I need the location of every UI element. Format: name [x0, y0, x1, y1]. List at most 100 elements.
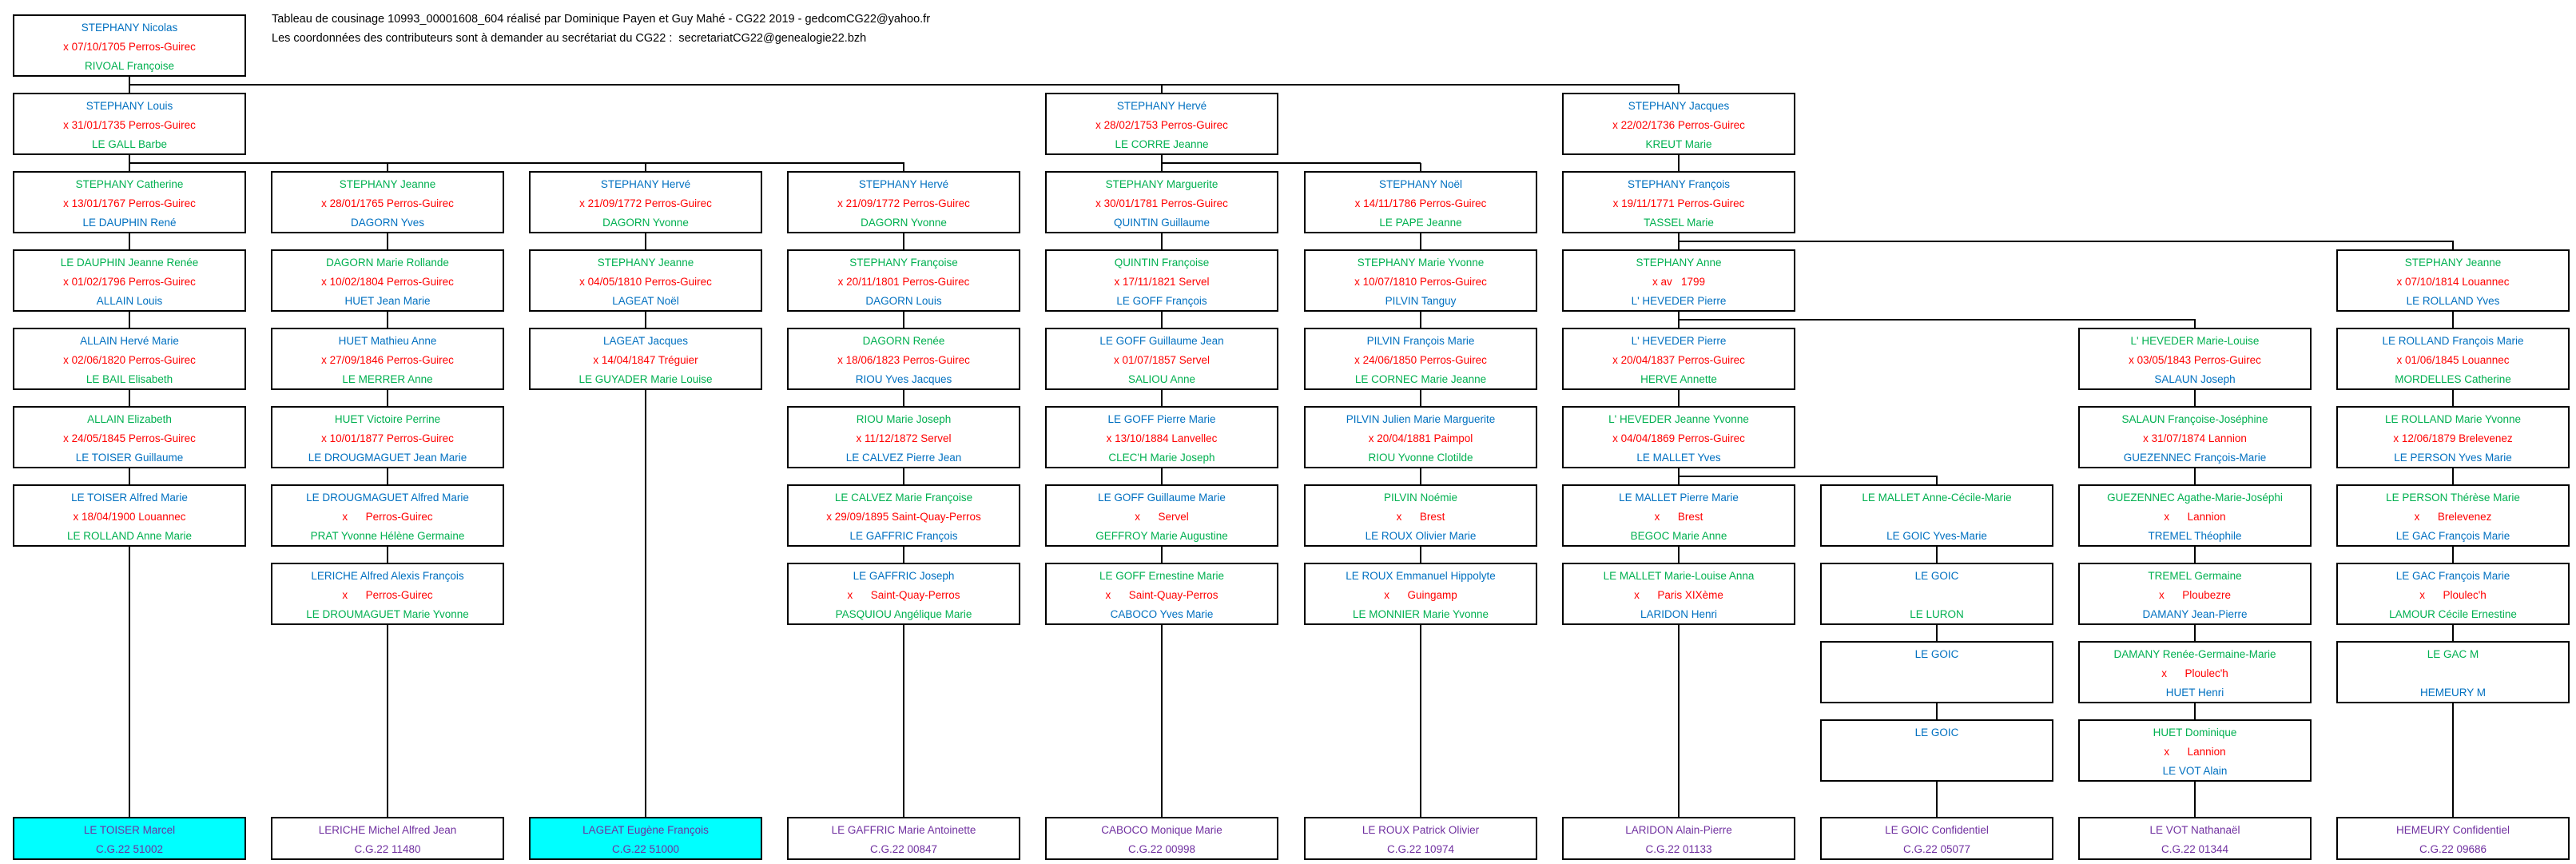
cg22-code-line: C.G.22 10974 [1386, 843, 1455, 855]
spouse-line: LARIDON Henri [1640, 608, 1718, 620]
connector-segment [1420, 241, 1421, 249]
marriage-line: x Brest [1396, 511, 1445, 523]
connector-segment [2452, 468, 2454, 476]
connector-segment [1420, 312, 1421, 320]
person-name-line: ALLAIN Elizabeth [87, 413, 172, 425]
connector-segment [2452, 703, 2454, 809]
marriage-line: x 20/11/1801 Perros-Guirec [837, 276, 970, 288]
marriage-line: x av 1799 [1652, 276, 1706, 288]
cg22-code-line: C.G.22 09686 [2419, 843, 2487, 855]
connector-segment [1161, 390, 1163, 398]
marriage-line: x 29/09/1895 Saint-Quay-Perros [826, 511, 981, 523]
person-name-line: SALAUN Françoise-Joséphine [2121, 413, 2268, 425]
person-name-line: LE GOIC [1914, 570, 1959, 582]
connector-segment [2194, 398, 2196, 406]
connector-segment [129, 390, 130, 398]
spouse-line: DAGORN Yves [350, 217, 425, 229]
spouse-line: LAMOUR Cécile Ernestine [2389, 608, 2517, 620]
connector-segment [129, 162, 904, 164]
connector-segment [903, 320, 904, 328]
spouse-line: LE VOT Alain [2162, 765, 2228, 777]
marriage-line: x Guingamp [1384, 589, 1457, 601]
person-name-line: LE DAUPHIN Jeanne Renée [60, 257, 199, 269]
contact-name-line: LE GOIC Confidentiel [1885, 824, 1989, 836]
marriage-line: x Ploulec'h [2419, 589, 2487, 601]
marriage-line: x 07/10/1814 Louannec [2396, 276, 2510, 288]
connector-segment [1161, 155, 1163, 163]
person-name-line: LE GOIC [1914, 727, 1959, 739]
connector-segment [387, 555, 388, 563]
spouse-line: QUINTIN Guillaume [1113, 217, 1210, 229]
marriage-line: x 28/02/1753 Perros-Guirec [1095, 119, 1228, 131]
connector-segment [1420, 625, 1421, 809]
spouse-line: LE GUYADER Marie Louise [578, 373, 713, 385]
marriage-line [1822, 586, 2052, 605]
connector-segment [2194, 390, 2196, 398]
connector-segment [645, 320, 646, 328]
connector-segment [129, 241, 130, 249]
contact-name-line: CABOCO Monique Marie [1101, 824, 1222, 836]
marriage-line: x 03/05/1843 Perros-Guirec [2129, 354, 2261, 366]
connector-segment [1678, 468, 1680, 476]
connector-segment [2452, 625, 2454, 633]
marriage-line: x 20/04/1881 Paimpol [1368, 432, 1473, 444]
person-name-line: L' HEVEDER Jeanne Yvonne [1608, 413, 1749, 425]
person-name-line: LE CALVEZ Marie Françoise [834, 492, 973, 504]
marriage-line: x 02/06/1820 Perros-Guirec [63, 354, 196, 366]
spouse-line: PILVIN Tanguy [1385, 295, 1457, 307]
connector-segment [387, 163, 388, 171]
person-name-line: LE ROLLAND Marie Yvonne [2384, 413, 2522, 425]
connector-segment [1936, 711, 1938, 719]
connector-segment [1420, 390, 1421, 398]
connector-segment [2194, 476, 2196, 484]
connector-segment [387, 398, 388, 406]
person-name-line: DAGORN Marie Rollande [326, 257, 449, 269]
cg22-code-line: C.G.22 01133 [1645, 843, 1712, 855]
connector-segment [1161, 468, 1163, 476]
spouse-line: LE GOIC Yves-Marie [1886, 530, 1987, 542]
contact-name-line: LE VOT Nathanaël [2149, 824, 2240, 836]
connector-segment [1420, 163, 1421, 171]
connector-segment [1936, 547, 1938, 555]
person-name-line: LE MALLET Pierre Marie [1619, 492, 1739, 504]
cg22-code-line: C.G.22 00847 [869, 843, 938, 855]
person-name-line: LE GAC François Marie [2395, 570, 2510, 582]
spouse-line: LE ROLLAND Anne Marie [66, 530, 193, 542]
connector-segment [2194, 547, 2196, 555]
connector-segment [1161, 625, 1163, 809]
connector-segment [2452, 547, 2454, 555]
spouse-line: L' HEVEDER Pierre [1631, 295, 1727, 307]
spouse-line: LE MERRER Anne [342, 373, 433, 385]
connector-segment [2452, 390, 2454, 398]
person-name-line: LE GAFFRIC Joseph [853, 570, 955, 582]
connector-segment [1420, 233, 1421, 241]
connector-segment [2452, 555, 2454, 563]
marriage-line: x 19/11/1771 Perros-Guirec [1612, 197, 1745, 209]
connector-segment [1678, 476, 1938, 477]
cg22-code-line: C.G.22 05077 [1902, 843, 1971, 855]
person-name-line: LE MALLET Anne-Cécile-Marie [1862, 492, 2012, 504]
spouse-line: LE BAIL Elisabeth [85, 373, 173, 385]
connector-segment [2194, 320, 2196, 328]
